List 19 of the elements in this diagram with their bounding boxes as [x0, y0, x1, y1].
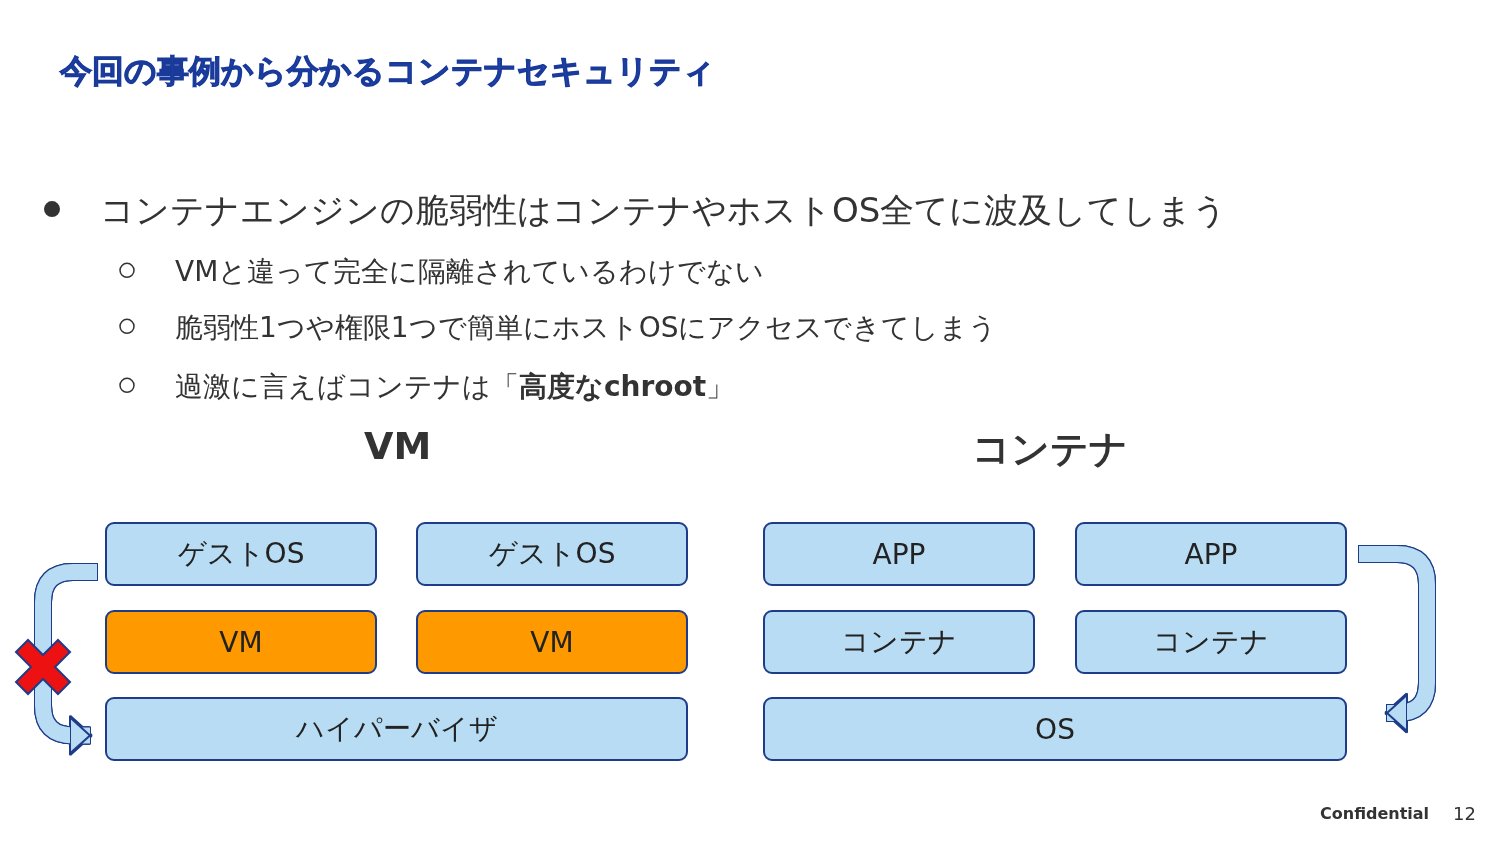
- layer-box: ハイパーバイザ: [105, 697, 688, 761]
- bullet-text: コンテナエンジンの脆弱性はコンテナやホストOS全てに波及してしまう: [100, 189, 1228, 232]
- bullet-text: 脆弱性1つや権限1つで簡単にホストOSにアクセスできてしまう: [175, 310, 998, 346]
- layer-box: ゲストOS: [105, 522, 377, 586]
- section-heading: VM: [364, 424, 432, 468]
- layer-box: APP: [1075, 522, 1347, 586]
- footer-text: 12: [1453, 803, 1476, 824]
- layer-box: APP: [763, 522, 1035, 586]
- layer-box: ゲストOS: [416, 522, 688, 586]
- footer-text: Confidential: [1320, 804, 1430, 823]
- layer-box: OS: [763, 697, 1347, 761]
- bullet-text: VMと違って完全に隔離されているわけでない: [175, 254, 765, 290]
- slide-title: 今回の事例から分かるコンテナセキュリティ: [60, 51, 715, 92]
- layer-box: VM: [416, 610, 688, 674]
- layer-box: VM: [105, 610, 377, 674]
- section-heading: コンテナ: [972, 426, 1128, 473]
- layer-box: コンテナ: [763, 610, 1035, 674]
- layer-box: コンテナ: [1075, 610, 1347, 674]
- bullet-text: 過激に言えばコンテナは「高度なchroot」: [175, 369, 735, 405]
